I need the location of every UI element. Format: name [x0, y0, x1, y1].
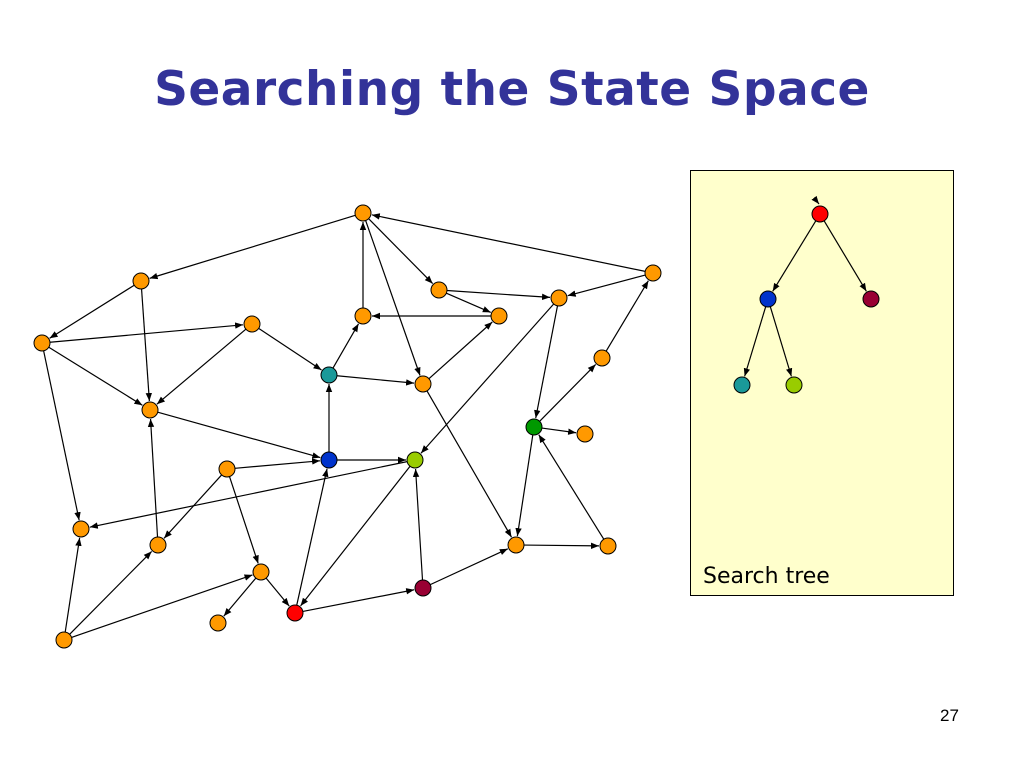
- search-tree-diagram: [733, 195, 880, 394]
- graph-edge: [567, 274, 646, 297]
- graph-edge: [69, 550, 153, 635]
- state-node: [55, 631, 73, 649]
- state-node: [243, 315, 261, 333]
- state-node: [490, 307, 508, 325]
- graph-edge: [147, 418, 159, 538]
- state-node: [33, 334, 51, 352]
- graph-edge: [163, 474, 223, 539]
- tree-node-leaf_a: [733, 376, 751, 394]
- state-node: [72, 520, 90, 538]
- tree-node-leaf_b: [785, 376, 803, 394]
- state-node-maroon: [414, 579, 432, 597]
- state-node: [252, 563, 270, 581]
- graph-edge: [296, 468, 329, 606]
- graph-edge: [49, 322, 244, 343]
- graph-edge: [430, 548, 509, 586]
- graph-edge: [515, 434, 534, 537]
- search-tree-label: Search tree: [703, 564, 830, 589]
- graph-edge: [371, 213, 646, 272]
- graph-edge: [541, 427, 577, 435]
- graph-edge: [234, 458, 321, 469]
- state-node: [149, 536, 167, 554]
- state-node: [644, 264, 662, 282]
- graph-edge: [157, 411, 321, 459]
- search-tree-panel: Search tree: [690, 170, 954, 596]
- graph-edge: [332, 323, 360, 369]
- graph-edge: [64, 537, 82, 633]
- graph-edge: [228, 476, 259, 564]
- graph-edge: [446, 289, 551, 301]
- state-node: [209, 614, 227, 632]
- search-tree-edges: [743, 195, 867, 377]
- graph-edge: [412, 468, 424, 581]
- state-node: [414, 375, 432, 393]
- state-node-lime: [406, 451, 424, 469]
- state-node: [507, 536, 525, 554]
- graph-edge: [420, 303, 555, 454]
- state-node-blue: [320, 451, 338, 469]
- state-node: [354, 204, 372, 222]
- graph-edge: [302, 588, 415, 613]
- graph-edge: [43, 350, 81, 521]
- graph-edge: [446, 292, 491, 313]
- graph-edge: [534, 305, 559, 419]
- state-node: [218, 460, 236, 478]
- state-node-teal: [320, 366, 338, 384]
- state-node: [354, 307, 372, 325]
- state-node: [141, 401, 159, 419]
- graph-edge: [365, 220, 421, 376]
- slide-title: Searching the State Space: [154, 62, 870, 117]
- graph-edge: [48, 346, 143, 406]
- state-node-start: [286, 604, 304, 622]
- graph-edge: [258, 327, 322, 371]
- graph-edge: [605, 280, 649, 352]
- graph-edge: [428, 321, 493, 380]
- tree-edge: [772, 220, 817, 292]
- state-node: [430, 281, 448, 299]
- graph-edge: [426, 390, 513, 538]
- state-node: [132, 272, 150, 290]
- graph-edge: [539, 363, 597, 422]
- search-tree-nodes: [733, 205, 880, 394]
- graph-edge: [49, 284, 135, 339]
- graph-edge: [89, 461, 408, 529]
- state-node: [576, 425, 594, 443]
- tree-entry-arrow: [811, 195, 820, 205]
- graph-nodes: [33, 204, 662, 649]
- graph-edge: [336, 375, 415, 386]
- graph-edge: [300, 465, 411, 607]
- graph-edge: [538, 434, 605, 540]
- tree-edge: [823, 220, 867, 292]
- state-node: [593, 349, 611, 367]
- graph-edge: [223, 577, 257, 617]
- state-node-green: [525, 418, 543, 436]
- tree-node-left: [759, 290, 777, 308]
- graph-edges: [43, 213, 649, 638]
- graph-edge: [71, 574, 253, 638]
- page-number: 27: [940, 706, 959, 725]
- graph-edge: [368, 218, 434, 285]
- tree-edge: [769, 306, 793, 377]
- tree-edge: [743, 306, 767, 377]
- graph-edge: [523, 542, 600, 550]
- graph-edge: [156, 328, 247, 405]
- state-node: [550, 289, 568, 307]
- graph-edge: [149, 214, 356, 280]
- tree-node-right: [862, 290, 880, 308]
- graph-edge: [265, 577, 290, 607]
- state-node: [599, 537, 617, 555]
- graph-edge: [140, 288, 153, 402]
- tree-node-root: [811, 205, 829, 223]
